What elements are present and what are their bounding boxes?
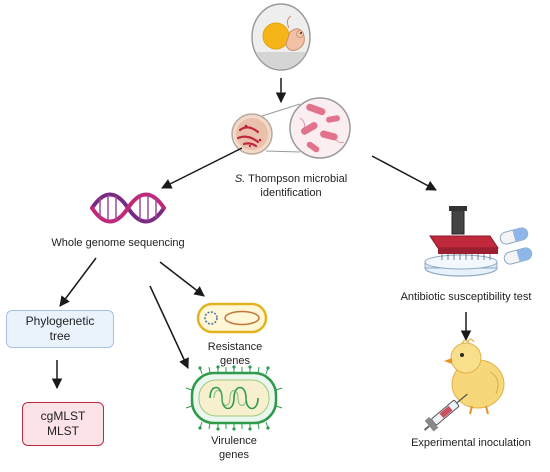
mlst-line1: cgMLST <box>40 409 86 423</box>
virulence-line1: Virulence <box>211 435 257 447</box>
cgmlst-mlst-box: cgMLST MLST <box>22 402 104 446</box>
identification-line2: identification <box>260 187 322 199</box>
microscope-zoom-icon <box>289 97 351 159</box>
identification-species-abbrev: S. <box>234 173 246 185</box>
identification-label: S. Thompson microbial identification <box>216 172 366 200</box>
ast-label: Antibiotic susceptibility test <box>400 291 532 303</box>
mlst-line2: MLST <box>46 424 79 438</box>
replicator-stamp-icon <box>424 206 499 277</box>
resistance-line2: genes <box>220 355 250 367</box>
phylogenetic-tree-box: Phylogenetic tree <box>6 310 114 348</box>
virulence-genes-label: Virulence genes <box>198 434 270 462</box>
resistance-genes-label: Resistance genes <box>200 340 270 368</box>
syringe-icon <box>423 393 468 432</box>
virulence-line2: genes <box>219 449 249 461</box>
resistance-line1: Resistance <box>207 341 263 353</box>
wgs-label: Whole genome sequencing <box>51 237 185 249</box>
identification-line1: Thompson microbial <box>245 173 348 185</box>
pill-icon <box>499 227 533 265</box>
phylo-line1: Phylogenetic <box>25 314 95 328</box>
virulent-bacterium-icon <box>185 365 283 431</box>
inoculation-label: Experimental inoculation <box>411 437 531 449</box>
petri-dish-icon <box>231 113 273 155</box>
plasmid-bacterium-icon <box>196 302 268 334</box>
dna-helix-icon <box>90 192 166 224</box>
egg-embryo-icon <box>251 3 311 71</box>
phylo-line2: tree <box>49 329 71 343</box>
